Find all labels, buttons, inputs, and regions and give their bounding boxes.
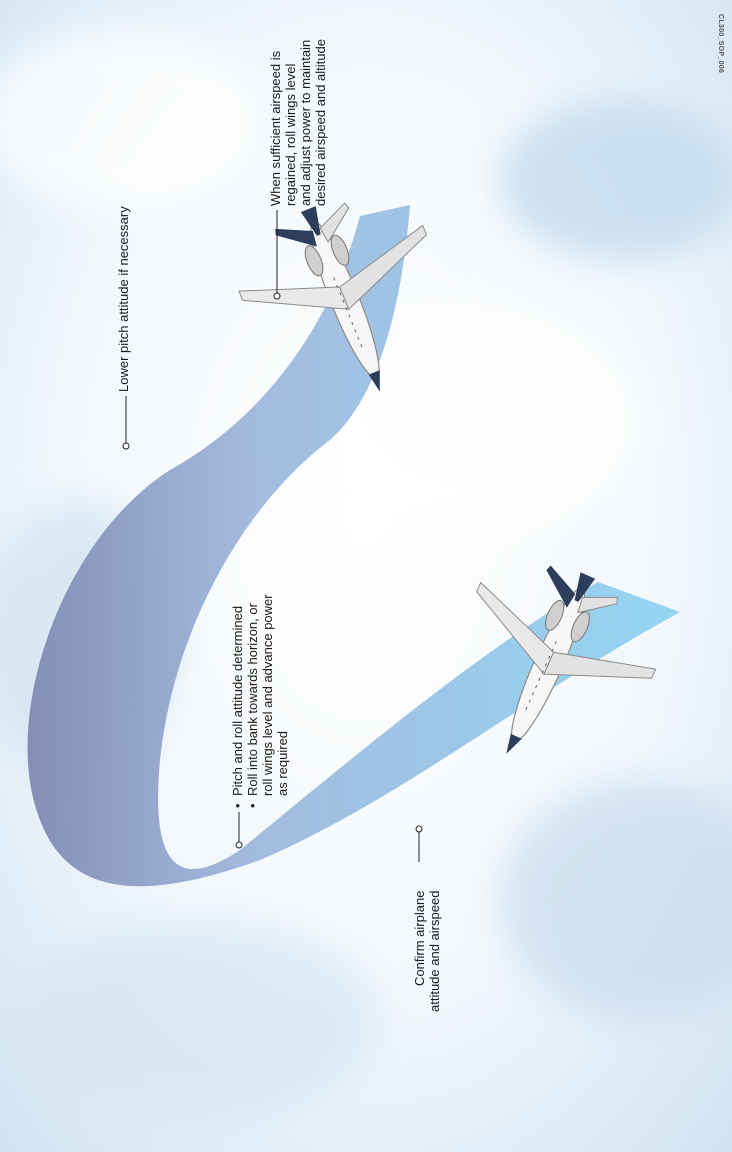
callout-pitch-roll-line-3: roll wings level and advance power — [260, 594, 275, 796]
callout-wings-level-line-1: When sufficient airspeed is — [268, 39, 283, 206]
callout-wings-level-line-4: desired airspeed and altitude — [313, 39, 328, 206]
callout-confirm: Confirm airplane attitude and airspeed — [412, 891, 442, 1012]
callout-confirm-line-1: Confirm airplane — [412, 891, 427, 1012]
callout-pitch-roll-line-4: as required — [275, 594, 290, 796]
callout-wings-level: When sufficient airspeed is regained, ro… — [268, 39, 328, 206]
callout-wings-level-line-3: and adjust power to maintain — [298, 39, 313, 206]
callout-lower-pitch-text: Lower pitch attitude if necessary — [116, 206, 131, 392]
callout-confirm-line-2: attitude and airspeed — [427, 891, 442, 1012]
callout-lower-pitch: Lower pitch attitude if necessary — [116, 206, 131, 392]
callout-pitch-roll-line-2: Roll into bank towards horizon, or — [245, 594, 260, 796]
callout-pitch-roll-bullet-1: Pitch and roll attitude determined — [230, 594, 245, 808]
figure-code-text: CL300_SOP_006 — [717, 14, 724, 73]
callout-pitch-roll-line-1: Pitch and roll attitude determined — [230, 606, 245, 796]
callout-pitch-roll: Pitch and roll attitude determined Roll … — [230, 594, 290, 808]
figure-code: CL300_SOP_006 — [717, 14, 724, 73]
callout-pitch-roll-bullet-2: Roll into bank towards horizon, or roll … — [245, 594, 290, 808]
callout-wings-level-line-2: regained, roll wings level — [283, 39, 298, 206]
